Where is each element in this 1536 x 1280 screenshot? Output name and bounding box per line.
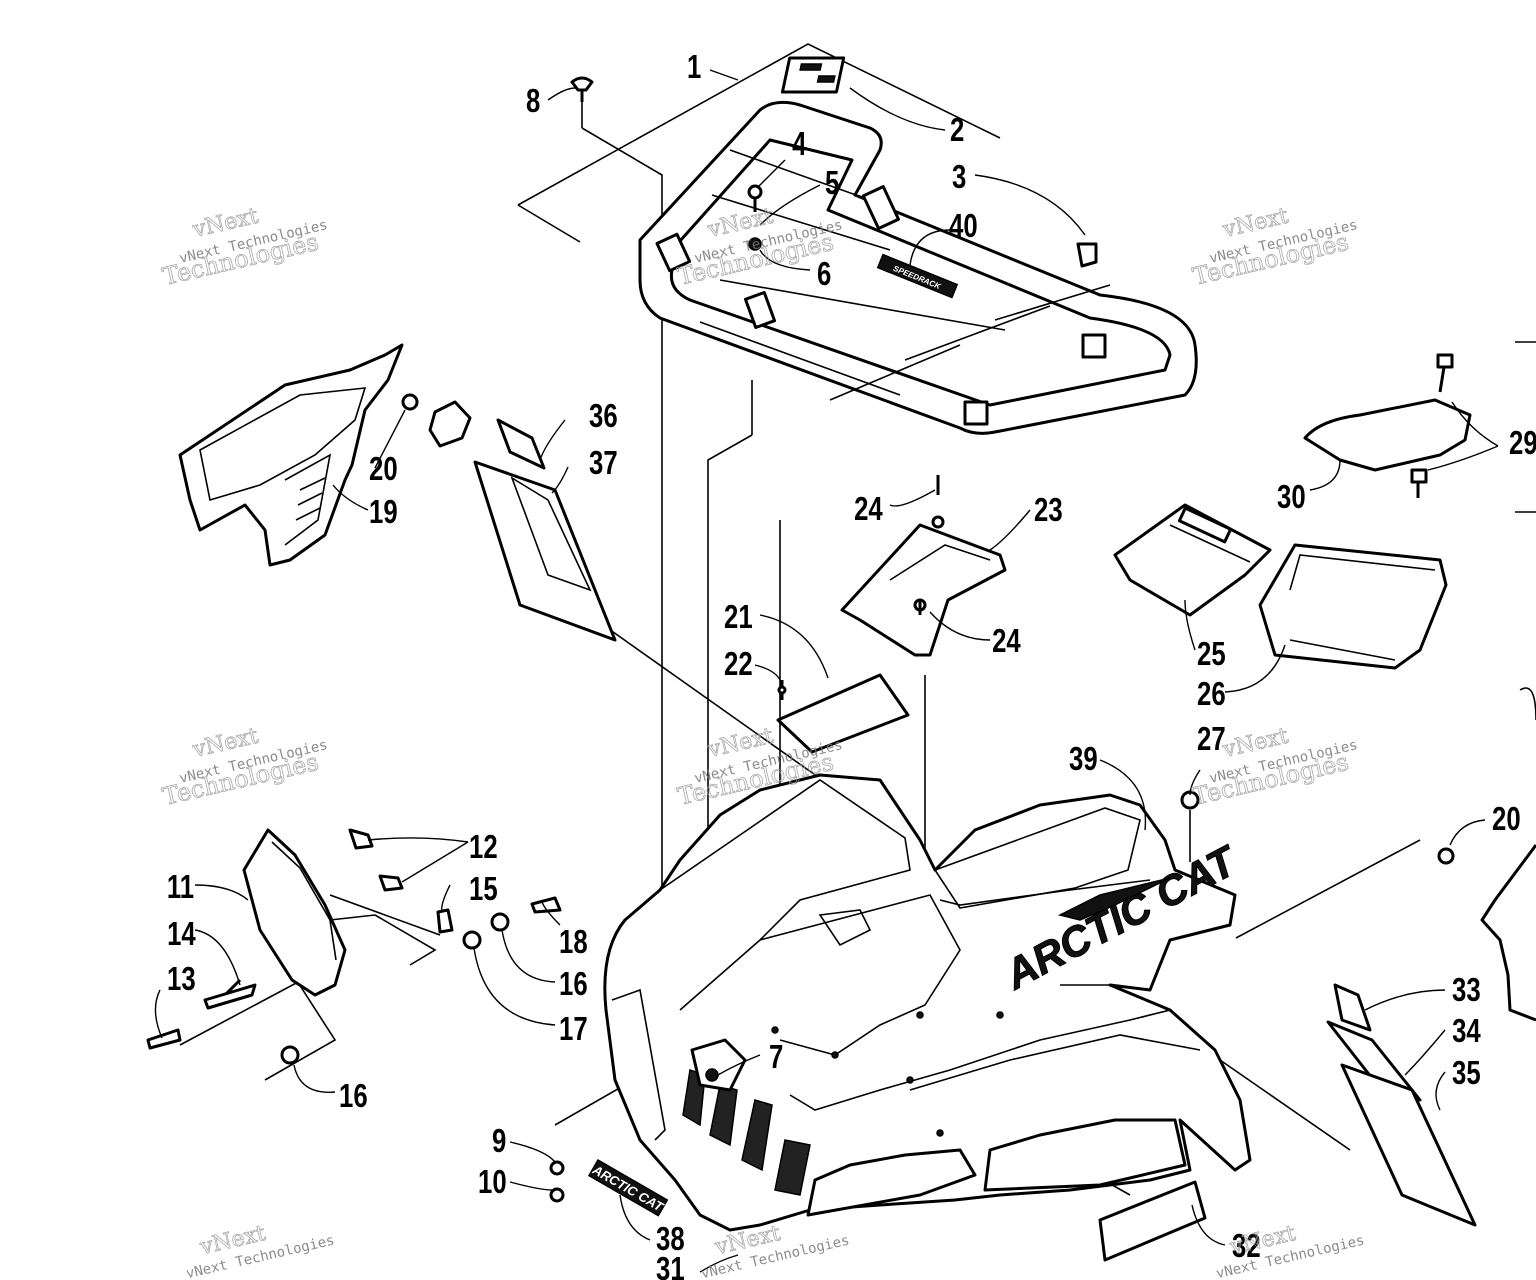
side-panel-right: [1437, 687, 1536, 1022]
callout-20b: 20: [1492, 801, 1521, 838]
callout-7: 7: [769, 1039, 783, 1076]
front-badge-text: ARCTIC CAT: [589, 1162, 666, 1215]
side-panel-left: [178, 343, 472, 567]
decals-32-35: [1098, 983, 1477, 1262]
callout-27: 27: [1197, 721, 1226, 758]
headlight-assembly: [146, 828, 562, 1065]
callout-24a: 24: [854, 491, 883, 528]
callout-15: 15: [469, 871, 498, 908]
callout-2: 2: [950, 112, 964, 149]
callout-17: 17: [559, 1011, 588, 1048]
decal-sheets-36-37: [473, 418, 617, 642]
storage-25: [1113, 503, 1272, 617]
rack-hardware: [570, 56, 1098, 268]
callout-25: 25: [1197, 636, 1226, 673]
watermark-1: vNext vNext Technologies Technologies: [160, 203, 330, 291]
callout-21: 21: [724, 599, 753, 636]
callout-40: 40: [949, 208, 978, 245]
callout-31: 31: [656, 1251, 685, 1280]
watermark-4: vNext vNext Technologies Technologies: [160, 723, 330, 811]
rear-rack: SPEEDRACK: [638, 100, 1198, 435]
callout-35: 35: [1452, 1055, 1481, 1092]
callout-11: 11: [167, 869, 194, 906]
callout-37: 37: [589, 445, 618, 482]
callout-18: 18: [559, 924, 588, 961]
front-body: ARCTIC CAT: [603, 773, 1252, 1232]
small-hardware: [549, 600, 1200, 1203]
panel-23: [840, 475, 1007, 657]
callout-20a: 20: [369, 451, 398, 488]
callout-10: 10: [478, 1164, 507, 1201]
callout-4: 4: [792, 126, 807, 163]
callout-1: 1: [687, 49, 701, 86]
callout-5: 5: [825, 165, 839, 202]
callout-8: 8: [526, 83, 540, 120]
callout-labels: 1 2 3 4 5 6 40 8 20 19 36 37 21 22 24 23…: [167, 49, 1536, 1280]
callout-16b: 16: [339, 1078, 368, 1115]
callout-22: 22: [724, 646, 753, 683]
callout-leaders: [154, 69, 1499, 1273]
watermark-7: vNext vNext Technologies: [185, 1221, 336, 1280]
callout-16a: 16: [559, 966, 588, 1003]
watermark-3: vNext vNext Technologies Technologies: [1190, 203, 1360, 291]
callout-9: 9: [492, 1123, 506, 1160]
callout-19: 19: [369, 494, 398, 531]
callout-26: 26: [1197, 676, 1226, 713]
callout-30: 30: [1277, 479, 1306, 516]
watermark-9: vNext vNext Technologies: [1215, 1221, 1366, 1280]
callout-3: 3: [952, 159, 966, 196]
callout-13: 13: [167, 961, 196, 998]
callout-6: 6: [817, 256, 831, 293]
callout-14: 14: [167, 916, 196, 953]
callout-38: 38: [656, 1221, 685, 1258]
callout-24b: 24: [992, 623, 1021, 660]
callout-32: 32: [1232, 1228, 1261, 1265]
callout-34: 34: [1452, 1013, 1481, 1050]
front-badge: ARCTIC CAT: [587, 1158, 669, 1217]
storage-26: [1258, 543, 1448, 670]
callout-33: 33: [1452, 972, 1481, 1009]
cover-30: [1303, 353, 1472, 498]
callout-39: 39: [1069, 741, 1098, 778]
callout-36: 36: [589, 398, 618, 435]
callout-23: 23: [1034, 492, 1063, 529]
callout-29: 29: [1509, 425, 1536, 462]
callout-12: 12: [469, 829, 498, 866]
panel-21: [776, 673, 910, 754]
